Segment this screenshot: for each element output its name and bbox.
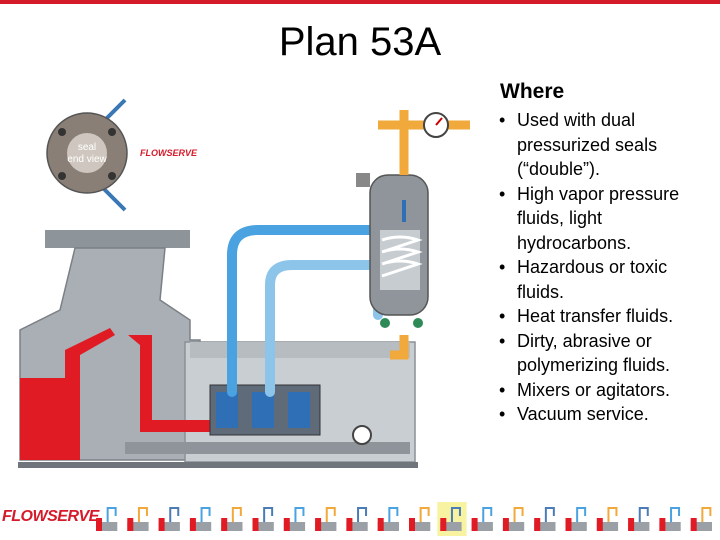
thumbnail-process-icon bbox=[503, 518, 509, 531]
plan-thumbnail[interactable] bbox=[409, 508, 430, 531]
diagram-brand-logo: FLOWSERVE bbox=[140, 148, 198, 158]
bullet-item: • Hazardous or toxic fluids. bbox=[497, 255, 712, 304]
thumbnail-process-icon bbox=[472, 518, 478, 531]
plan-thumbnail[interactable] bbox=[159, 508, 180, 531]
plan-thumbnail[interactable] bbox=[378, 508, 399, 531]
plan-thumbnail[interactable] bbox=[127, 508, 148, 531]
seal-end-view: seal end view bbox=[47, 100, 127, 210]
thumbnail-piping-icon bbox=[264, 508, 272, 522]
thumbnail-piping-icon bbox=[233, 508, 241, 522]
thumbnail-process-icon bbox=[566, 518, 572, 531]
title-top-rule bbox=[0, 0, 720, 4]
seal-label: seal bbox=[78, 142, 96, 153]
thumbnail-piping-icon bbox=[170, 508, 178, 522]
plan-thumbnail[interactable] bbox=[597, 508, 618, 531]
plan-thumbnail[interactable] bbox=[534, 508, 555, 531]
slide-title: Plan 53A bbox=[0, 18, 720, 66]
bullet-item: • Vacuum service. bbox=[497, 402, 712, 427]
plan-thumbnail[interactable] bbox=[190, 508, 211, 531]
plan-thumbnail[interactable] bbox=[472, 508, 493, 531]
thumbnail-process-icon bbox=[691, 518, 697, 531]
thumbnail-piping-icon bbox=[640, 508, 648, 522]
bullet-dot-icon: • bbox=[499, 255, 505, 280]
thumbnail-process-icon bbox=[221, 518, 227, 531]
thumbnail-process-icon bbox=[159, 518, 165, 531]
bullet-text: Used with dual pressurized seals (“doubl… bbox=[517, 110, 657, 179]
plan-53a-diagram: seal end view FLOWSERVE bbox=[0, 80, 500, 500]
plan-thumbnail[interactable] bbox=[628, 508, 649, 531]
thumbnail-piping-icon bbox=[358, 508, 366, 522]
thumbnail-process-icon bbox=[96, 518, 102, 531]
thumbnail-process-icon bbox=[440, 518, 446, 531]
bullet-text: Dirty, abrasive or polymerizing fluids. bbox=[517, 331, 670, 376]
plan-thumbnail[interactable] bbox=[691, 508, 712, 531]
plan-thumbnail[interactable] bbox=[96, 508, 117, 531]
bullet-item: • Heat transfer fluids. bbox=[497, 304, 712, 329]
bullet-dot-icon: • bbox=[499, 378, 505, 403]
bullet-item: • Used with dual pressurized seals (“doub… bbox=[497, 108, 712, 182]
bullet-text: Heat transfer fluids. bbox=[517, 306, 673, 326]
plan-thumbnail[interactable] bbox=[503, 508, 524, 531]
plan-thumbnail[interactable] bbox=[437, 502, 466, 536]
bullet-item: • High vapor pressure fluids, light hydro… bbox=[497, 182, 712, 256]
thumbnail-piping-icon bbox=[389, 508, 397, 522]
bullet-item: • Dirty, abrasive or polymerizing fluids. bbox=[497, 329, 712, 378]
thumbnail-process-icon bbox=[190, 518, 196, 531]
thumbnail-process-icon bbox=[409, 518, 415, 531]
barrier-reservoir bbox=[370, 175, 428, 328]
thumbnail-piping-icon bbox=[515, 508, 523, 522]
thumbnail-piping-icon bbox=[608, 508, 616, 522]
plan-thumbnail[interactable] bbox=[659, 508, 680, 531]
thumbnail-process-icon bbox=[253, 518, 259, 531]
thumbnail-piping-icon bbox=[202, 508, 210, 522]
bullet-dot-icon: • bbox=[499, 182, 505, 207]
thumbnail-process-icon bbox=[378, 518, 384, 531]
plan-thumbnail[interactable] bbox=[253, 508, 274, 531]
thumbnail-piping-icon bbox=[483, 508, 491, 522]
thumbnail-piping-icon bbox=[327, 508, 335, 522]
thumbnail-piping-icon bbox=[546, 508, 554, 522]
thumbnail-piping-icon bbox=[295, 508, 303, 522]
thumbnail-process-icon bbox=[315, 518, 321, 531]
thumbnail-piping-icon bbox=[421, 508, 429, 522]
where-bullet-list: • Used with dual pressurized seals (“doub… bbox=[497, 108, 712, 427]
plan-thumbnail[interactable] bbox=[566, 508, 587, 531]
thumbnail-piping-icon bbox=[577, 508, 585, 522]
bullet-item: • Mixers or agitators. bbox=[497, 378, 712, 403]
thumbnail-process-icon bbox=[628, 518, 634, 531]
plan-thumbnail[interactable] bbox=[315, 508, 336, 531]
bullet-dot-icon: • bbox=[499, 108, 505, 133]
thumbnail-piping-icon bbox=[671, 508, 679, 522]
plan-thumbnail[interactable] bbox=[284, 508, 305, 531]
end-view-label: end view bbox=[67, 154, 107, 165]
plan-thumbnail-strip bbox=[92, 500, 718, 538]
bullet-dot-icon: • bbox=[499, 304, 505, 329]
thumbnail-process-icon bbox=[659, 518, 665, 531]
thumbnail-piping-icon bbox=[108, 508, 116, 522]
plan-thumbnail[interactable] bbox=[221, 508, 242, 531]
footer-brand-logo: FLOWSERVE bbox=[2, 508, 99, 526]
plan-thumbnail[interactable] bbox=[346, 508, 367, 531]
bullet-text: High vapor pressure fluids, light hydroc… bbox=[517, 184, 679, 253]
bullet-text: Vacuum service. bbox=[517, 404, 649, 424]
thumbnail-process-icon bbox=[534, 518, 540, 531]
bullet-dot-icon: • bbox=[499, 329, 505, 354]
thumbnail-process-icon bbox=[284, 518, 290, 531]
bullet-text: Mixers or agitators. bbox=[517, 380, 670, 400]
thumbnail-piping-icon bbox=[139, 508, 147, 522]
thumbnail-process-icon bbox=[127, 518, 133, 531]
where-heading: Where bbox=[500, 80, 564, 104]
thumbnail-process-icon bbox=[346, 518, 352, 531]
bullet-text: Hazardous or toxic fluids. bbox=[517, 257, 667, 302]
bullet-dot-icon: • bbox=[499, 402, 505, 427]
thumbnail-piping-icon bbox=[702, 508, 710, 522]
thumbnail-process-icon bbox=[597, 518, 603, 531]
